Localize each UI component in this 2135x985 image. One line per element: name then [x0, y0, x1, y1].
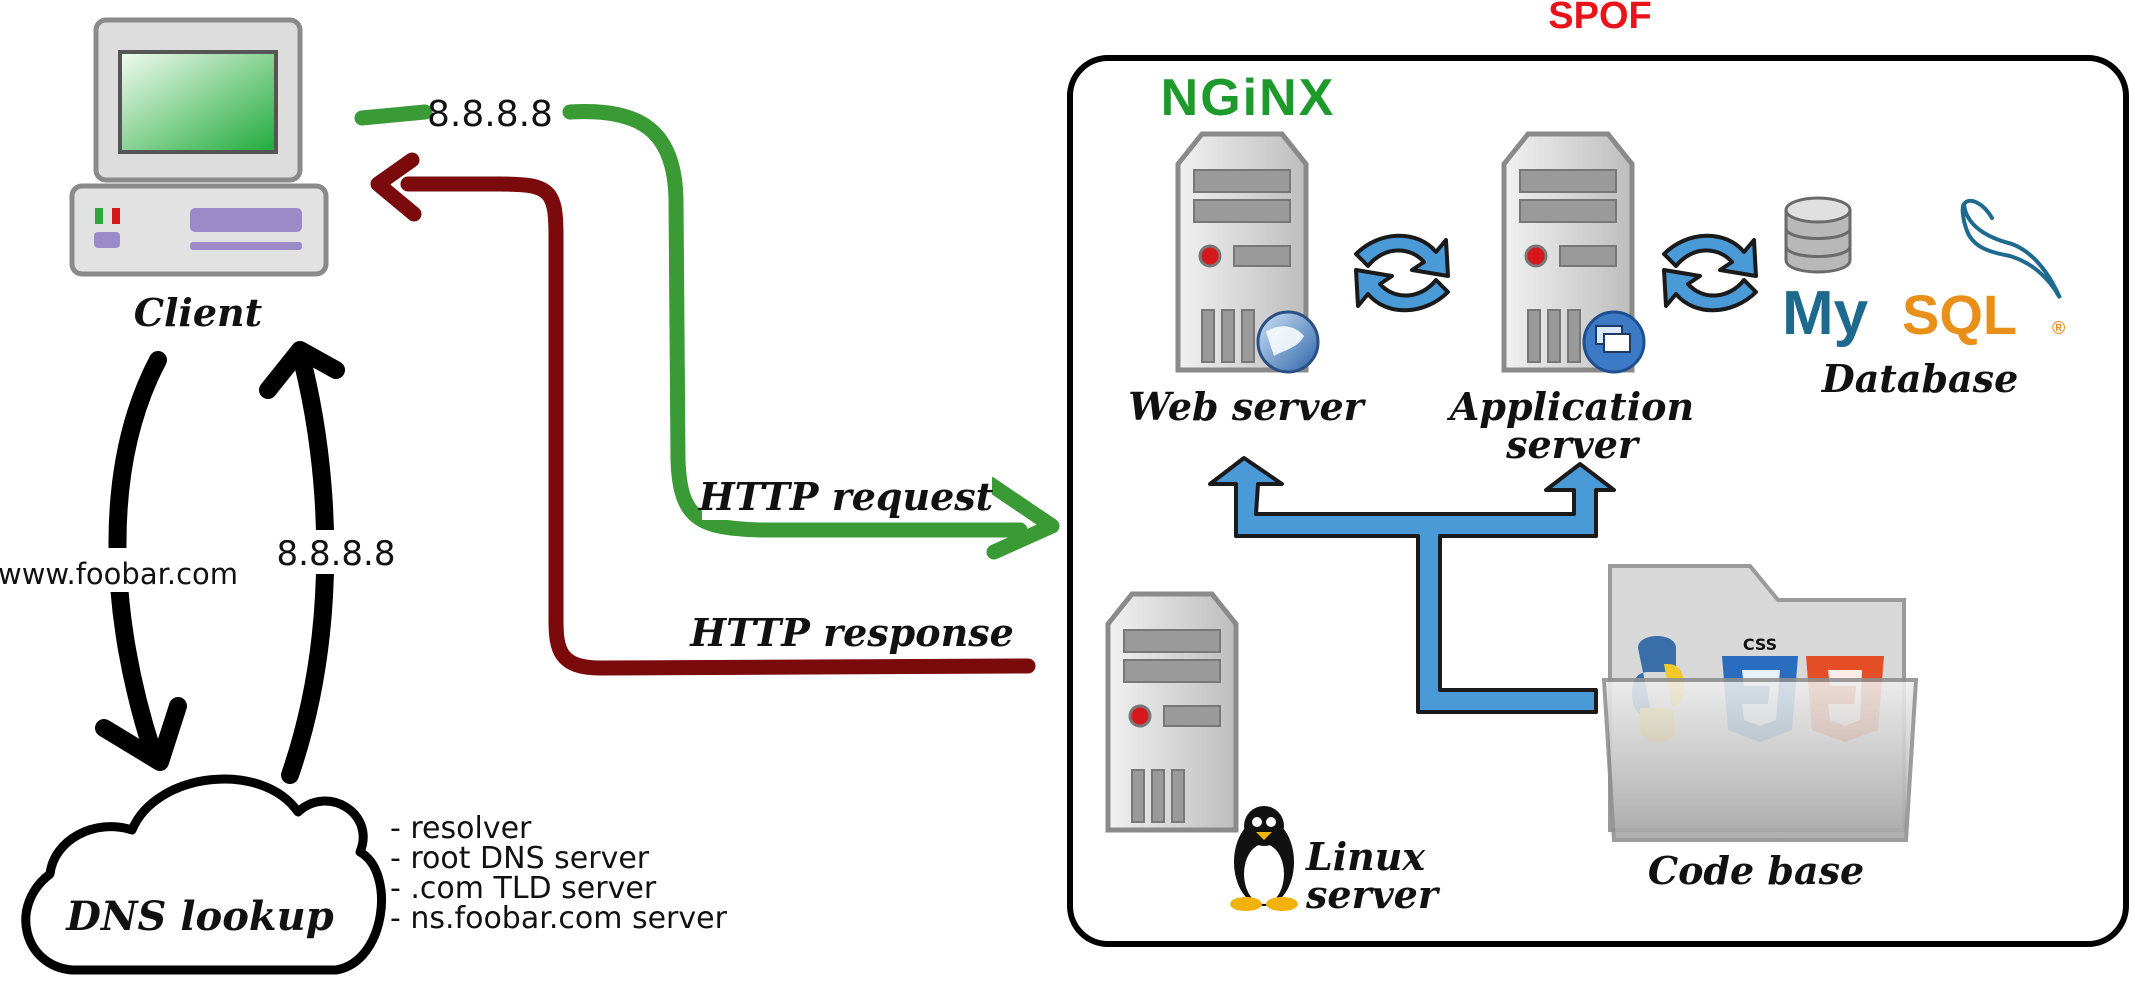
- dns-server-item: - resolver: [390, 811, 532, 846]
- web-app-exchange-icon: [1354, 233, 1450, 313]
- application-server-label-line2: server: [1505, 422, 1641, 467]
- spof-label: SPOF: [1548, 0, 1651, 37]
- http-request-label-bg: [702, 472, 992, 520]
- http-response-arrow: [370, 152, 1036, 676]
- nginx-logo: NGiNX: [1161, 69, 1336, 127]
- mysql-logo: My SQL ®: [1782, 279, 2065, 348]
- http-request-arrow: [354, 104, 1060, 560]
- request-ip-label: 8.8.8.8: [427, 94, 553, 135]
- dns-server-item: - root DNS server: [390, 841, 650, 876]
- code-base-folder-icon: CSS: [1601, 564, 1919, 842]
- dns-query-label-bg: [0, 548, 240, 592]
- dns-query-arrow: [95, 351, 187, 771]
- http-request-label: HTTP request: [698, 474, 994, 519]
- dns-server-item: - .com TLD server: [390, 871, 657, 906]
- code-base-label: Code base: [1648, 848, 1864, 893]
- tux-penguin-icon: [1230, 806, 1298, 911]
- http-response-label: HTTP response: [689, 610, 1014, 655]
- http-response-label-bg: [700, 610, 1010, 658]
- svg-text:®: ®: [2052, 318, 2065, 338]
- web-server-label: Web server: [1128, 384, 1366, 429]
- dns-cloud-icon: [21, 774, 386, 975]
- svg-text:SQL: SQL: [1902, 283, 2017, 346]
- svg-text:My: My: [1782, 279, 1869, 348]
- application-server-label-line1: Application: [1447, 384, 1694, 429]
- dns-server-item: - ns.foobar.com server: [390, 901, 728, 936]
- dns-query-label: www.foobar.com: [0, 557, 238, 591]
- windows-app-icon: [1582, 310, 1646, 374]
- svg-text:CSS: CSS: [1743, 635, 1777, 654]
- mysql-dolphin-icon: [1960, 198, 2062, 299]
- dns-answer-label: 8.8.8.8: [277, 534, 396, 574]
- spof-box: [1067, 55, 2129, 947]
- linux-server-label-line2: server: [1305, 872, 1441, 917]
- client-computer-icon: [69, 17, 329, 277]
- linux-server-label-line1: Linux: [1305, 834, 1426, 879]
- database-label: Database: [1821, 356, 2019, 401]
- database-cylinder-icon: [1784, 196, 1852, 274]
- deploy-arrows: [1208, 456, 1616, 714]
- globe-icon: [1256, 310, 1320, 374]
- dns-lookup-label: DNS lookup: [65, 893, 333, 940]
- dns-answer-label-bg: [262, 530, 408, 574]
- app-db-exchange-icon: [1662, 233, 1758, 313]
- client-label: Client: [134, 290, 263, 335]
- linux-server-icon: [1108, 594, 1236, 830]
